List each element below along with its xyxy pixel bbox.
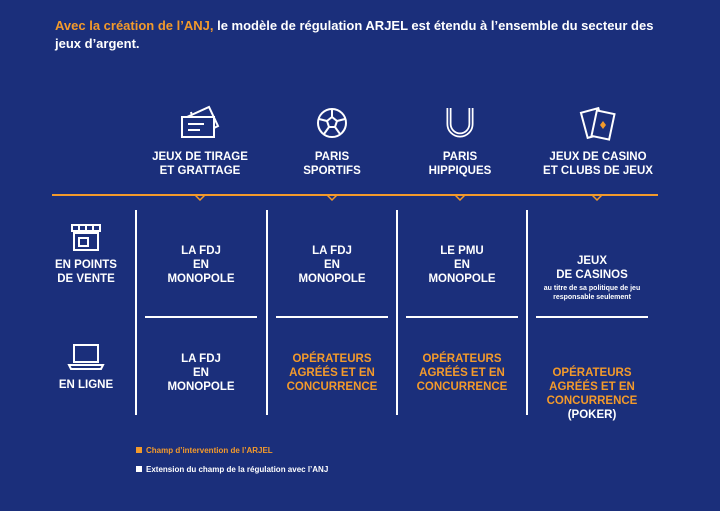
cell-points-de-vente-casino: JEUX DE CASINOS au titre de sa politique…	[527, 240, 657, 316]
cell-points-de-vente-sportifs: LA FDJ EN MONOPOLE	[298, 245, 366, 285]
horseshoe-icon	[446, 108, 474, 138]
row-divider	[406, 316, 518, 318]
divider-notch	[592, 195, 602, 202]
cell-casino-note: au titre de sa politique de jeu responsa…	[543, 285, 641, 301]
column-divider	[266, 210, 268, 415]
category-label: PARIS HIPPIQUES	[428, 151, 492, 177]
category-paris-sportifs: PARIS SPORTIFS	[272, 104, 392, 178]
column-divider	[135, 210, 137, 415]
intro-highlight: Avec la création de l’ANJ,	[55, 18, 214, 33]
legend-arjel: Champ d’intervention de l’ARJEL	[136, 446, 273, 455]
row-label: EN LIGNE	[58, 379, 114, 391]
legend-anj: Extension du champ de la régulation avec…	[136, 465, 328, 474]
category-label: PARIS SPORTIFS	[303, 151, 361, 177]
legend-white-swatch	[136, 466, 142, 472]
header-divider	[52, 194, 658, 196]
legend-orange-swatch	[136, 447, 142, 453]
shop-icon	[71, 224, 101, 251]
divider-notch	[327, 195, 337, 202]
category-paris-hippiques: PARIS HIPPIQUES	[400, 104, 520, 178]
row-label-points-de-vente: EN POINTS DE VENTE	[40, 222, 132, 286]
category-label: JEUX DE TIRAGE ET GRATTAGE	[152, 151, 248, 177]
cell-points-de-vente-tirage: LA FDJ EN MONOPOLE	[167, 245, 235, 285]
cell-en-ligne-casino: OPÉRATEURS AGRÉÉS ET EN CONCURRENCE (POK…	[527, 352, 657, 436]
row-divider	[145, 316, 257, 318]
category-casino: JEUX DE CASINO ET CLUBS DE JEUX	[536, 104, 660, 178]
column-divider	[526, 210, 528, 415]
cell-en-ligne-hippiques: OPÉRATEURS AGRÉÉS ET EN CONCURRENCE	[416, 353, 508, 393]
cell-en-ligne-tirage: LA FDJ EN MONOPOLE	[167, 353, 235, 393]
laptop-icon	[67, 344, 105, 370]
intro-body: le modèle de régulation ARJEL est étendu…	[55, 18, 654, 51]
column-divider	[396, 210, 398, 415]
lottery-ticket-icon	[181, 105, 220, 138]
row-label-en-ligne: EN LIGNE	[40, 342, 132, 392]
football-icon	[317, 108, 347, 138]
cell-en-ligne-sportifs: OPÉRATEURS AGRÉÉS ET EN CONCURRENCE	[286, 353, 378, 393]
legend-arjel-text: Champ d’intervention de l’ARJEL	[146, 446, 273, 455]
cell-casino-online-extra: (POKER)	[567, 409, 617, 421]
category-tirage-grattage: JEUX DE TIRAGE ET GRATTAGE	[140, 104, 260, 178]
cell-points-de-vente-hippiques: LE PMU EN MONOPOLE	[428, 245, 496, 285]
cell-casino-text: JEUX DE CASINOS	[556, 255, 628, 281]
divider-notch	[455, 195, 465, 202]
cell-casino-online-text: OPÉRATEURS AGRÉÉS ET EN CONCURRENCE	[546, 367, 638, 407]
intro-text: Avec la création de l’ANJ, le modèle de …	[55, 17, 675, 53]
row-divider	[536, 316, 648, 318]
legend-anj-text: Extension du champ de la régulation avec…	[146, 465, 329, 474]
playing-cards-icon	[579, 106, 616, 141]
row-label: EN POINTS DE VENTE	[55, 259, 117, 285]
row-divider	[276, 316, 388, 318]
category-label: JEUX DE CASINO ET CLUBS DE JEUX	[543, 151, 653, 177]
divider-notch	[195, 195, 205, 202]
